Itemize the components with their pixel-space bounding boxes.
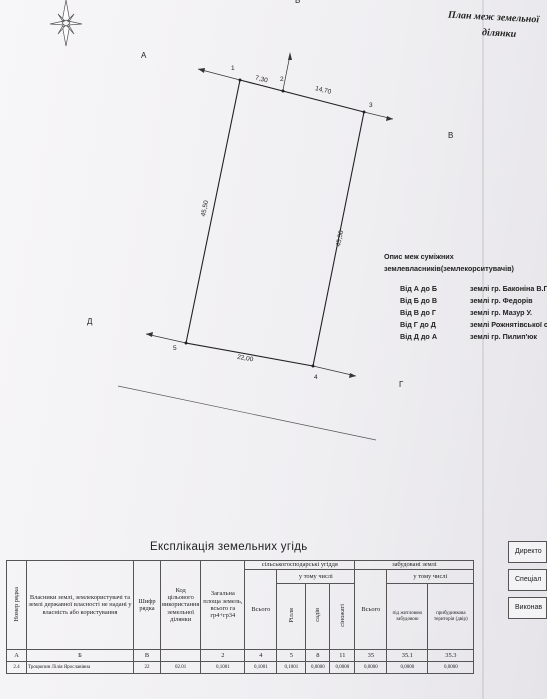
header-row-number: Номер рядка — [6, 560, 27, 650]
header-cipher: Шифр рядка — [133, 560, 161, 650]
header-hayfields: сіножаті — [329, 583, 356, 650]
compass-icon — [49, 0, 83, 47]
point-label-2: 2 — [280, 76, 284, 83]
header-gardens: садів — [305, 583, 331, 650]
header-agri-total: Всього — [244, 569, 278, 650]
header-agri-group: сільськогосподарські угіддя — [244, 560, 356, 570]
legend-heading-line2: землевласників(землекорситувачів) — [384, 264, 514, 273]
side-label-a: А — [141, 51, 147, 60]
point-label-5: 5 — [173, 345, 177, 352]
point-label-1: 1 — [231, 65, 235, 72]
header-built-total: Всього — [354, 569, 388, 650]
table-row: 2.4 Троцюпин Лілія Ярославівна 22 02.01 … — [6, 661, 475, 674]
header-homestead: прибудинкова територія (двір) — [427, 583, 475, 650]
header-built-sub: у тому числі — [386, 569, 475, 584]
page-fold — [482, 0, 484, 699]
header-arable: Рілля — [276, 583, 307, 650]
specialist-box: Спеціал — [508, 569, 547, 591]
point-label-4: 4 — [314, 374, 318, 381]
header-residential: під житловою забудовою — [386, 583, 429, 650]
explication-title: Експлікація земельних угідь — [150, 541, 308, 553]
header-total-area: Загальна площа земель, всього га гр4+гр3… — [200, 560, 246, 650]
header-owners: Власники землі, землекористувачі та земл… — [26, 560, 134, 650]
index-row: А Б В 2 4 5 8 11 35 35.1 35.3 — [6, 649, 475, 662]
side-label-b: Б — [295, 0, 301, 5]
plan-title-line2: ділянки — [481, 27, 517, 40]
explication-table: Номер рядка Власники землі, землекористу… — [6, 560, 475, 674]
side-label-v: В — [448, 131, 454, 140]
side-label-d: Д — [87, 317, 93, 326]
legend-heading-line1: Опис меж суміжних — [384, 252, 454, 261]
executor-box: Виконав — [508, 597, 547, 619]
header-purpose-code: Код цільового використання земельної діл… — [159, 560, 202, 650]
parcel-boundary — [185, 79, 365, 367]
plan-drawing — [49, 0, 394, 441]
side-label-g: Г — [399, 380, 404, 389]
director-box: Директо — [508, 541, 547, 563]
point-label-3: 3 — [369, 102, 373, 109]
header-agri-sub: у тому числі — [276, 569, 356, 584]
header-built-group: забудовані землі — [354, 560, 475, 570]
